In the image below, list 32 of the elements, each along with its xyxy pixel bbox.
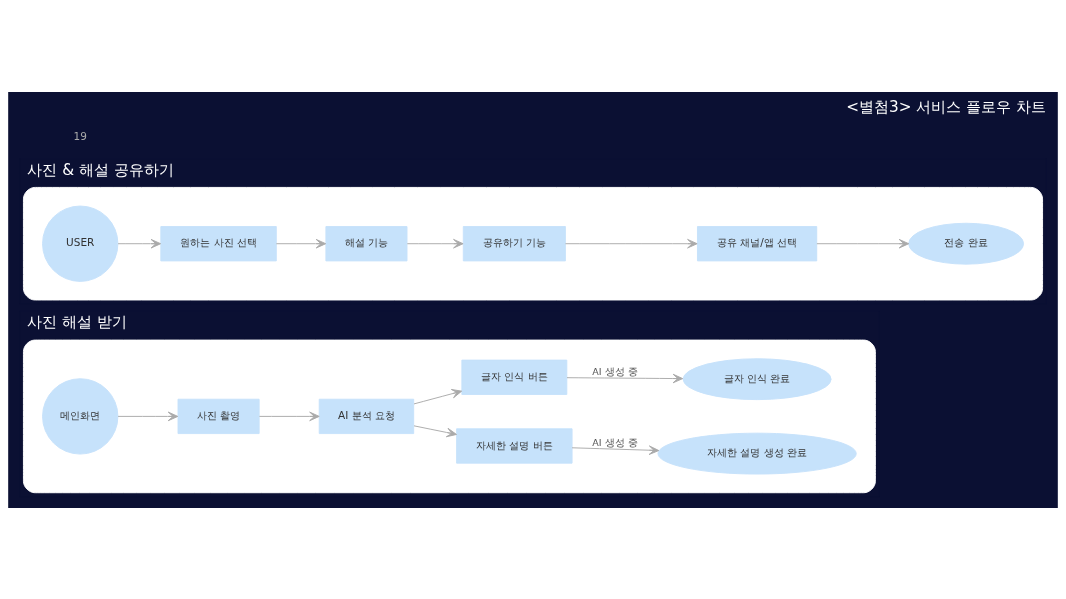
cluster	[22, 186, 1044, 300]
node-circle: USER	[42, 205, 119, 282]
node-box: 글자 인식 버튼	[461, 359, 568, 395]
node-box: 자세한 설명 버튼	[456, 427, 573, 464]
node-label: 사진 해설 받기	[27, 312, 127, 331]
node-ellipse: 자세한 설명 생성 완료	[657, 432, 857, 475]
node-box: 공유 채널/앱 선택	[697, 225, 818, 261]
node-ellipse: 글자 인식 완료	[682, 357, 832, 400]
arrow	[816, 238, 910, 248]
arrow	[565, 238, 698, 248]
arrow	[117, 411, 179, 421]
arrow	[571, 444, 660, 455]
arrow	[413, 424, 457, 437]
node-box: 원하는 사진 선택	[160, 225, 277, 261]
diagram-title: <별첨3> 서비스 플로우 차트	[846, 97, 1047, 116]
arrow	[258, 411, 320, 421]
edge-label: AI 생성 중	[592, 365, 638, 377]
arrow	[275, 238, 327, 248]
node-label: 사진 & 해설 공유하기	[27, 160, 174, 179]
edge-label: AI 생성 중	[592, 436, 638, 448]
node-box: 공유하기 기능	[462, 225, 566, 261]
node-circle: 메인화면	[42, 377, 119, 455]
cluster	[22, 339, 876, 493]
arrow	[406, 238, 464, 248]
node-box: 사진 촬영	[177, 398, 260, 434]
arrow	[413, 388, 463, 404]
label: 19	[73, 129, 87, 142]
node-ellipse: 전송 완료	[908, 222, 1025, 265]
arrow	[117, 238, 162, 248]
arrow	[566, 373, 684, 383]
node-box: 해설 기능	[325, 225, 408, 261]
node-box: AI 분석 요청	[318, 398, 415, 434]
